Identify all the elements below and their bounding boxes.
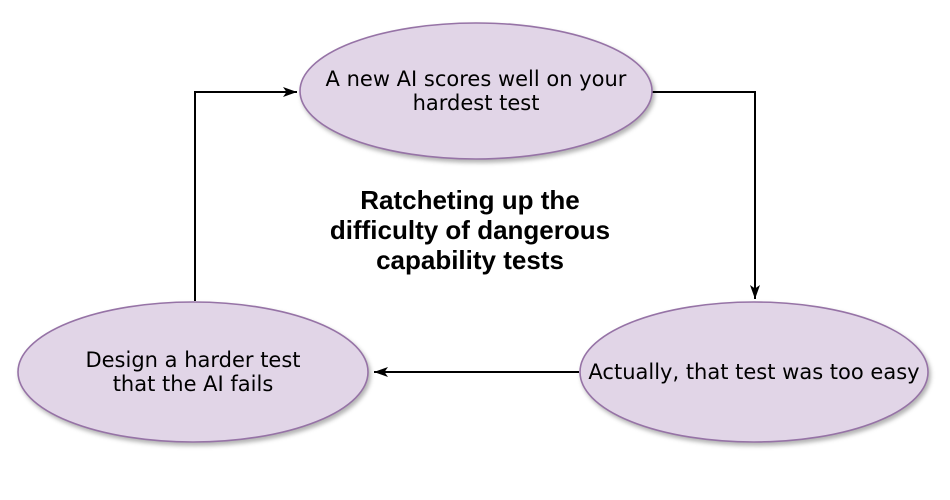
node-ellipse-ai-scores-well — [299, 22, 653, 160]
arrow-design-to-scores — [194, 87, 297, 301]
node-label-ai-scores-well: A new AI scores well on your hardest tes… — [325, 67, 627, 115]
diagram-title: Ratcheting up the difficulty of dangerou… — [329, 185, 611, 275]
node-label-design-harder-test: Design a harder test that the AI fails — [85, 348, 301, 396]
node-ellipse-test-too-easy — [579, 301, 929, 443]
node-label-test-too-easy: Actually, that test was too easy — [588, 360, 920, 384]
node-ellipse-design-harder-test — [17, 301, 369, 443]
arrow-scores-to-tooeasy — [651, 91, 760, 299]
